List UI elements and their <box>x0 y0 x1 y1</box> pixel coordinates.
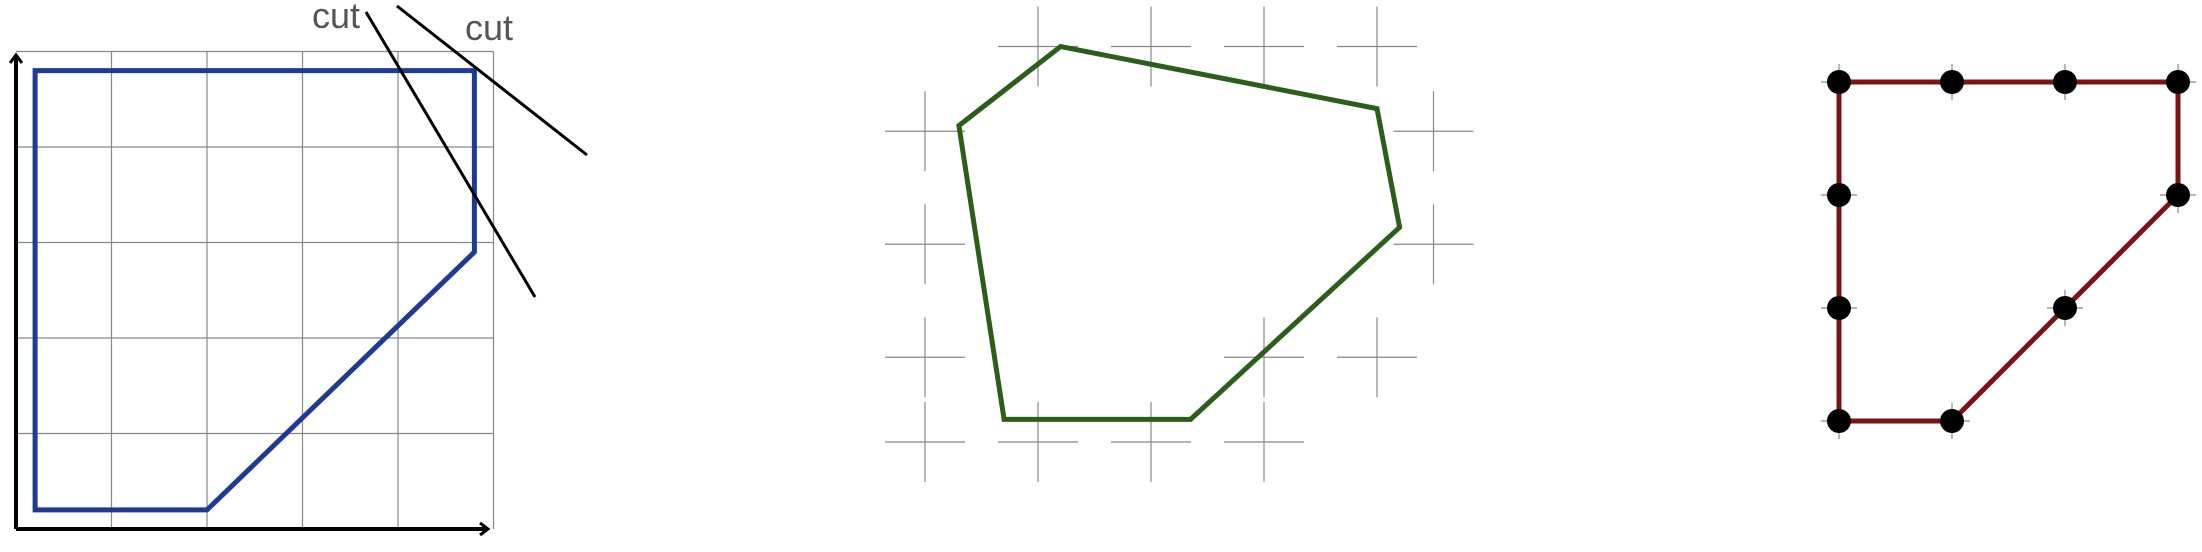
lattice-point <box>2053 70 2077 94</box>
left-grid <box>16 50 495 529</box>
middle-grid-ticks <box>885 6 1474 482</box>
cut-line-1 <box>364 11 537 298</box>
middle-panel <box>885 6 1474 482</box>
right-panel <box>1821 64 2196 439</box>
right-polygon <box>1836 79 2181 424</box>
lattice-point <box>2053 296 2077 320</box>
lattice-point <box>1827 296 1851 320</box>
lattice-point <box>2166 70 2190 94</box>
cut-label-2: cut <box>465 7 513 48</box>
right-grid-ticks <box>1821 64 2196 439</box>
cut-line-2 <box>396 4 588 157</box>
lattice-points <box>1827 70 2190 433</box>
left-polygon <box>32 68 477 513</box>
left-panel: cut cut <box>16 0 588 529</box>
lattice-point <box>2166 183 2190 207</box>
lattice-point <box>1827 409 1851 433</box>
lattice-point <box>1827 70 1851 94</box>
lattice-point <box>1827 183 1851 207</box>
middle-polygon <box>956 43 1403 422</box>
lattice-point <box>1940 409 1964 433</box>
lattice-point <box>1940 70 1964 94</box>
cut-label-1: cut <box>312 0 360 36</box>
